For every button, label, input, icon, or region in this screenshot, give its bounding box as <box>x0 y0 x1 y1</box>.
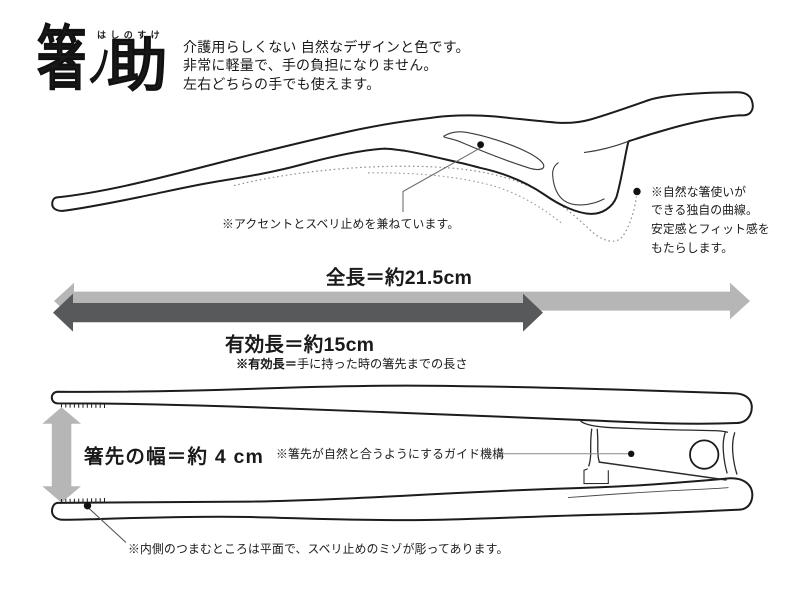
dimension-arrows <box>53 282 750 332</box>
hinge-circle <box>689 439 720 470</box>
guide-mechanism <box>567 420 738 499</box>
accent-dot <box>477 141 484 149</box>
tip-width-label: 箸先の幅＝約 4 cm <box>84 446 265 468</box>
curve-note-line-4: もたらします。 <box>651 241 734 256</box>
curve-note-line-1: ※自然な箸使いが <box>651 184 747 199</box>
inner-note-leader-line <box>87 506 127 543</box>
lower-arm-serration <box>61 498 105 503</box>
dotted-ghost-curve-secondary <box>367 172 564 225</box>
intro-text: 介護用らしくない 自然なデザインと色です。 非常に軽量で、手の負担になりません。… <box>183 38 470 94</box>
effective-length-note: ※有効長＝手に持った時の箸先までの長さ <box>236 354 468 372</box>
curve-note-line-3: 安定感とフィット感を <box>651 222 770 237</box>
intro-line-2: 非常に軽量で、手の負担になりません。 <box>183 57 438 74</box>
inner-note: ※内側のつまむところは平面で、スベリ止めのミゾが彫ってあります。 <box>128 542 509 556</box>
upper-arm-serration <box>61 403 105 408</box>
logo-kanji-char-3: 助 <box>107 35 168 98</box>
curve-note-bullet <box>633 187 641 196</box>
total-length-label: 全長＝約21.5cm <box>325 267 473 289</box>
intro-line-1: 介護用らしくない 自然なデザインと色です。 <box>183 38 470 55</box>
top-view-lower-arm <box>51 477 754 522</box>
guide-note: ※箸先が自然と合うようにするガイド機構 <box>276 447 505 461</box>
accent-note: ※アクセントとスベリ止めを兼ねています。 <box>222 217 460 231</box>
effective-length-note-rest: 手に持った時の箸先までの長さ <box>296 357 468 371</box>
intro-line-3: 左右どちらの手でも使えます。 <box>183 75 381 92</box>
accent-oval <box>443 131 545 171</box>
bracket-top-rail <box>580 420 729 434</box>
effective-length-arrow <box>53 293 543 332</box>
inner-note-dot <box>83 502 92 510</box>
lower-arm-ledge <box>567 487 729 499</box>
top-view-drawing <box>42 384 754 543</box>
effective-length-label: 有効長＝約15cm <box>225 334 375 356</box>
accent-leader-line <box>402 147 481 212</box>
chopstick-side-outline <box>51 91 754 215</box>
tip-width-arrow <box>42 407 81 503</box>
logo-kanji-char-2: ノ <box>87 46 113 92</box>
curve-note-line-2: できる独自の曲線。 <box>651 203 758 218</box>
guide-dot <box>628 450 635 457</box>
bracket-left-post <box>587 428 600 467</box>
fold-line <box>583 140 629 154</box>
bracket-right-post <box>722 430 738 475</box>
bracket-foot <box>583 468 609 485</box>
effective-length-note-term: ※有効長＝ <box>236 357 297 371</box>
spoon-inner-contour <box>552 162 605 206</box>
logo-furigana: はしのすけ <box>97 29 165 40</box>
logo-kanji-char-1: 箸 <box>37 22 86 99</box>
bracket-diagonal <box>598 461 727 481</box>
side-view-drawing <box>51 91 754 242</box>
top-view-upper-arm <box>50 384 753 425</box>
curve-note: ※自然な箸使いが できる独自の曲線。 安定感とフィット感を もたらします。 <box>651 183 770 259</box>
